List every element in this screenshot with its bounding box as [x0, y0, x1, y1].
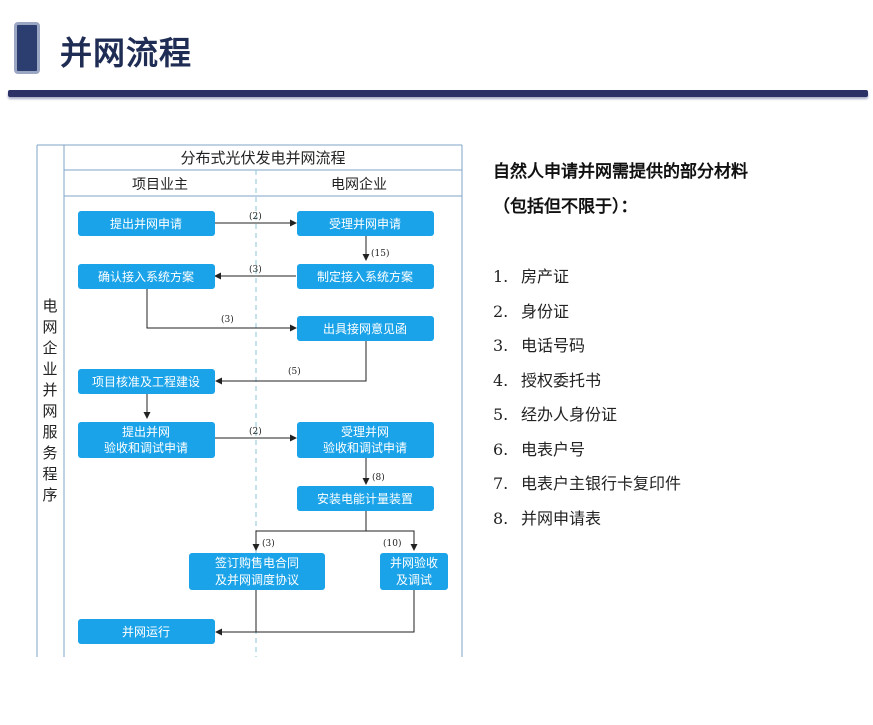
flow-connectors — [143, 219, 418, 636]
node-confirm-access-plan — [78, 264, 215, 289]
flow-nodes: 提出并网申请 受理并网申请 制定接入系统方案 确认接入系统方案 出具接网意见函 … — [78, 211, 448, 644]
title-divider — [8, 90, 868, 97]
list-item: 3.电话号码 — [493, 336, 586, 355]
svg-text:企: 企 — [42, 339, 57, 357]
svg-text:并: 并 — [42, 381, 57, 399]
node-approval-construction — [78, 369, 215, 394]
materials-heading: 自然人申请并网需提供的部分材料 — [493, 162, 748, 182]
step-label: (2) — [249, 426, 262, 437]
node-accept-acceptance — [297, 422, 434, 458]
svg-text:服: 服 — [42, 423, 57, 441]
svg-text:验收和调试申请: 验收和调试申请 — [323, 440, 407, 455]
step-label: (8) — [372, 472, 385, 483]
svg-text:网: 网 — [42, 318, 57, 336]
svg-text:出具接网意见函: 出具接网意见函 — [323, 321, 407, 336]
title-accent-bar — [14, 22, 40, 74]
list-item: 1.房产证 — [493, 267, 570, 286]
step-label: (10) — [383, 538, 401, 549]
svg-text:序: 序 — [42, 486, 57, 504]
step-label: (3) — [262, 538, 275, 549]
list-item: 6.电表户号 — [493, 439, 586, 459]
page-title: 并网流程 — [60, 34, 193, 72]
node-submit-acceptance — [78, 422, 215, 458]
svg-text:制定接入系统方案: 制定接入系统方案 — [317, 269, 413, 284]
flowchart-frame — [36, 144, 463, 657]
svg-text:及并网调度协议: 及并网调度协议 — [215, 572, 299, 587]
svg-text:验收和调试申请: 验收和调试申请 — [104, 440, 188, 455]
step-label: (3) — [221, 314, 234, 325]
svg-text:程: 程 — [42, 465, 57, 483]
step-label: (15) — [371, 248, 389, 259]
svg-text:务: 务 — [42, 444, 57, 462]
node-grid-acceptance-test — [380, 553, 448, 590]
node-install-meter — [297, 486, 434, 511]
svg-text:及调试: 及调试 — [396, 572, 432, 587]
svg-text:安装电能计量装置: 安装电能计量装置 — [317, 491, 413, 506]
list-item: 4.授权委托书 — [493, 370, 602, 390]
list-item: 7.电表户主银行卡复印件 — [493, 474, 682, 493]
materials-list: 1.房产证 2.身份证 3.电话号码 4.授权委托书 5.经办人身份证 6.电表… — [493, 266, 681, 542]
step-label: (3) — [249, 264, 262, 275]
list-item: 2.身份证 — [493, 301, 570, 321]
svg-text:确认接入系统方案: 确认接入系统方案 — [98, 269, 194, 284]
node-issue-opinion-letter — [297, 316, 434, 341]
svg-text:网: 网 — [42, 402, 57, 420]
svg-text:受理并网: 受理并网 — [341, 425, 389, 439]
step-label: (2) — [249, 211, 262, 222]
svg-text:项目核准及工程建设: 项目核准及工程建设 — [92, 374, 200, 389]
lane-left-label: 项目业主 — [132, 177, 188, 193]
side-vertical-label: 电 网 企 业 并 网 服 务 程 序 — [42, 297, 57, 504]
svg-text:并网验收: 并网验收 — [390, 555, 438, 570]
list-item: 8.并网申请表 — [493, 508, 602, 528]
node-sign-contract — [189, 553, 325, 590]
svg-text:并网运行: 并网运行 — [122, 625, 170, 639]
flowchart-title: 分布式光伏发电并网流程 — [180, 149, 345, 167]
lane-right-label: 电网企业 — [331, 176, 387, 193]
list-item: 5.经办人身份证 — [493, 405, 618, 424]
svg-text:签订购售电合同: 签订购售电合同 — [215, 555, 299, 570]
node-grid-operation — [78, 619, 215, 644]
svg-text:提出并网: 提出并网 — [122, 424, 170, 439]
step-labels: (2) (15) (3) (3) (5) (2) (8) (3) (10) — [221, 211, 401, 549]
materials-subheading: （包括但不限于）： — [493, 197, 638, 217]
svg-text:业: 业 — [42, 360, 57, 378]
step-label: (5) — [288, 366, 301, 377]
node-draft-access-plan — [297, 264, 434, 289]
node-accept-application — [297, 211, 434, 236]
node-submit-application — [78, 211, 215, 236]
svg-text:受理并网申请: 受理并网申请 — [329, 217, 401, 231]
svg-text:电: 电 — [42, 297, 57, 315]
svg-text:提出并网申请: 提出并网申请 — [110, 216, 182, 231]
